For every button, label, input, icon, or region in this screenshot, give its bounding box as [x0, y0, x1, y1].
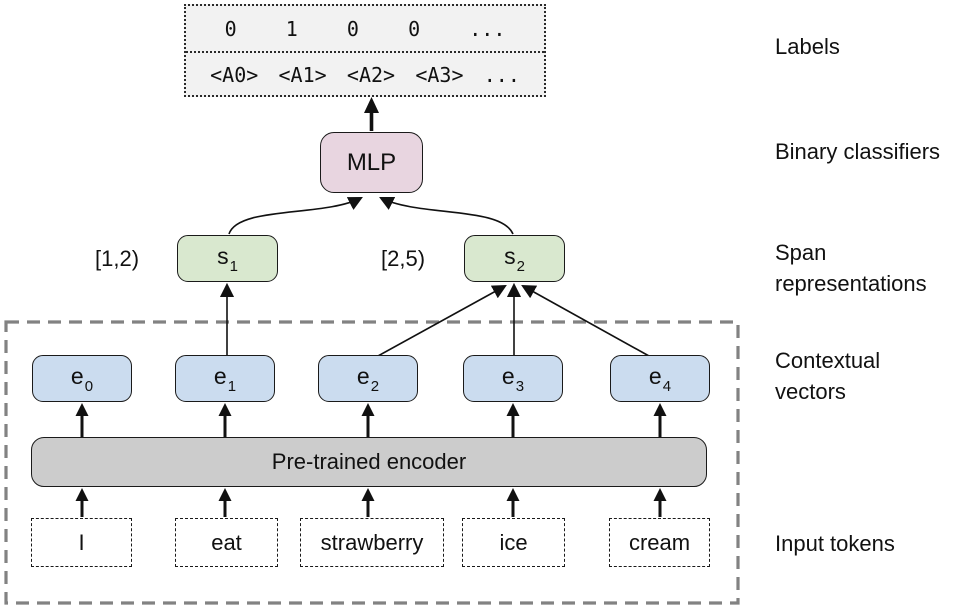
- label-value: 1: [285, 16, 298, 41]
- vector-node-e0: e0: [32, 355, 132, 402]
- side-label-span-representations: Span representations: [775, 240, 927, 296]
- label-class: <A2>: [346, 62, 396, 87]
- vector-label-e0: e0: [70, 362, 94, 395]
- span-node-s2: s2: [464, 235, 565, 282]
- span-label-s2: s2: [504, 242, 525, 275]
- side-label-labels: Labels: [775, 34, 840, 59]
- token-node-3: ice: [462, 518, 565, 567]
- span-interval-2: [2,5): [381, 246, 426, 271]
- token-label: I: [78, 529, 85, 555]
- label-class: <A3>: [415, 62, 464, 87]
- label-class: ...: [483, 62, 520, 87]
- encoder-label: Pre-trained encoder: [271, 449, 467, 474]
- vector-node-e3: e3: [463, 355, 563, 402]
- side-label-contextual-vectors: Contextual vectors: [775, 348, 881, 404]
- dashed-container: [4, 320, 740, 605]
- label-value: 0: [408, 16, 421, 41]
- vector-node-e4: e4: [610, 355, 710, 402]
- arrows-encoder-to-vectors: [75, 403, 667, 437]
- arrows-tokens-to-encoder: [75, 488, 667, 517]
- vector-label-e4: e4: [648, 362, 672, 395]
- token-label: strawberry: [320, 529, 424, 555]
- arrow-s2-to-mlp: [379, 197, 514, 235]
- token-label: ice: [499, 529, 528, 555]
- token-node-0: I: [31, 518, 132, 567]
- token-node-1: eat: [175, 518, 278, 567]
- vector-node-e2: e2: [318, 355, 418, 402]
- vector-label-e3: e3: [501, 362, 525, 395]
- arrow-mlp-to-labels: [364, 97, 379, 131]
- encoder-node: Pre-trained encoder: [31, 437, 707, 487]
- mlp-node: MLP: [320, 132, 423, 193]
- arrow-e4-to-s2: [521, 284, 650, 357]
- token-node-4: cream: [609, 518, 710, 567]
- token-label: cream: [628, 529, 691, 555]
- arrow-e2-to-s2: [377, 284, 507, 357]
- side-label-binary-classifiers: Binary classifiers: [775, 139, 941, 164]
- vector-label-e1: e1: [213, 362, 237, 395]
- span-interval-1: [1,2): [95, 246, 140, 271]
- labels-classes-row: <A0> <A1> <A2> <A3> ...: [186, 51, 544, 96]
- label-class: <A1>: [278, 62, 327, 87]
- token-label: eat: [211, 529, 242, 555]
- vector-label-e2: e2: [356, 362, 380, 395]
- label-value: ...: [469, 16, 506, 41]
- labels-output-box: 0 1 0 0 ... <A0> <A1> <A2> <A3> ...: [184, 4, 546, 97]
- side-label-input-tokens: Input tokens: [775, 531, 895, 556]
- vector-node-e1: e1: [175, 355, 275, 402]
- span-label-s1: s1: [217, 242, 238, 275]
- label-value: 0: [346, 16, 359, 41]
- label-value: 0: [224, 16, 237, 41]
- labels-values-row: 0 1 0 0 ...: [186, 6, 544, 51]
- arrow-s1-to-mlp: [228, 197, 363, 235]
- mlp-label: MLP: [346, 148, 397, 176]
- token-node-2: strawberry: [300, 518, 444, 567]
- label-class: <A0>: [210, 62, 259, 87]
- span-node-s1: s1: [177, 235, 278, 282]
